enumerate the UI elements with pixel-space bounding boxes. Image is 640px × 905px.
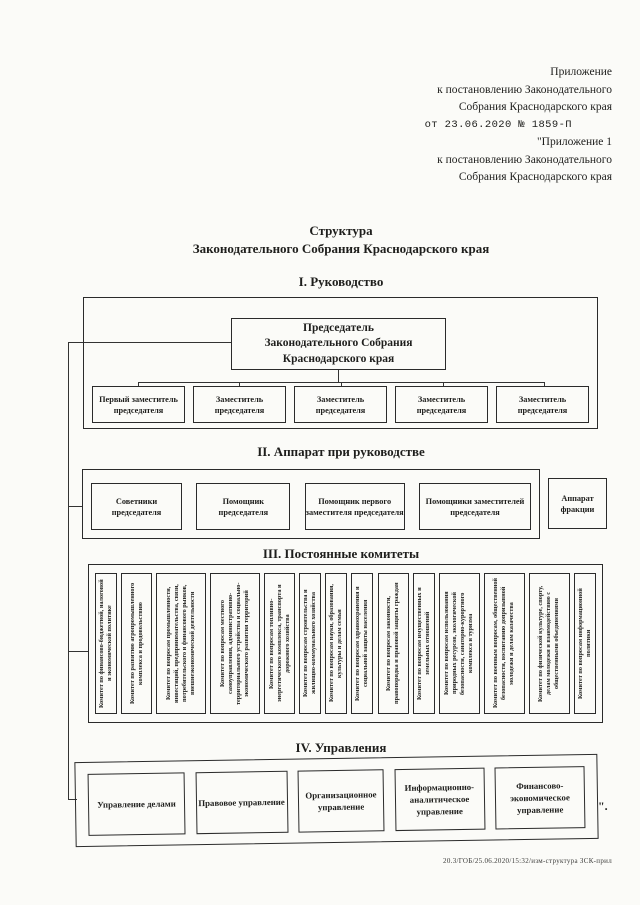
closing-quote-mark: ".	[598, 799, 608, 813]
deputy-box: Заместитель председателя	[294, 386, 387, 423]
deputy-box: Заместитель председателя	[395, 386, 488, 423]
committee-label: Комитет по вопросам информационной полит…	[576, 588, 592, 699]
committee-label: Комитет по вопросам здравоохранения и со…	[354, 586, 370, 701]
committee-box: Комитет по вопросам строительства и жили…	[299, 573, 322, 714]
apparatus-frame: Советники председателя Помощник председа…	[82, 469, 540, 539]
leadership-frame: Председатель Законодательного Собрания К…	[83, 297, 598, 429]
committee-box: Комитет по вопросам законности, правопор…	[377, 573, 409, 714]
committee-box: Комитет по вопросам использования природ…	[438, 573, 480, 714]
apparatus-box: Помощник первого заместителя председател…	[304, 483, 405, 530]
committee-label: Комитет по вопросам строительства и жили…	[302, 589, 318, 698]
apparatus-row: Советники председателя Помощник председа…	[83, 483, 539, 530]
department-box: Правовое управление	[195, 770, 289, 835]
connector-stub-committees	[68, 651, 89, 653]
committee-label: Комитет по вопросам промышленности, инве…	[165, 584, 197, 703]
committee-box: Комитет по вопросам имущественных и земе…	[412, 573, 435, 714]
committee-label: Комитет по развитию агропромышленного ко…	[128, 582, 144, 705]
committee-label: Комитет по вопросам науки, образования, …	[328, 584, 344, 703]
connector-stub-leadership	[68, 342, 231, 344]
committee-box: Комитет по физической культуре, спорту, …	[528, 573, 570, 714]
deputies-row: Первый заместитель председателя Заместит…	[84, 386, 597, 423]
connector-stub-departments	[68, 799, 77, 801]
committee-box: Комитет по развитию агропромышленного ко…	[121, 573, 153, 714]
departments-frame: Управление делами Правовое управление Ор…	[74, 753, 599, 848]
footer-file-reference: 20.3/ГОБ/25.06.2020/15:32/изм-структура …	[443, 857, 612, 865]
page-title-line2: Законодательного Собрания Краснодарского…	[192, 241, 490, 256]
committee-box: Комитет по вопросам топливно-энергетичес…	[264, 573, 296, 714]
committee-box: Комитет по военным вопросам, общественно…	[483, 573, 525, 714]
committee-label: Комитет по вопросам имущественных и земе…	[415, 587, 431, 700]
section-heading-apparatus: II. Аппарат при руководстве	[257, 444, 425, 459]
chairman-box: Председатель Законодательного Собрания К…	[231, 318, 446, 370]
appendix-reference: Приложение к постановлению Законодательн…	[282, 64, 612, 187]
apparatus-box: Советники председателя	[91, 483, 182, 530]
appendix-ref-line: Собрания Краснодарского края	[458, 101, 612, 113]
faction-apparatus-box: Аппарат фракции	[548, 478, 607, 529]
committee-box: Комитет по вопросам науки, образования, …	[325, 573, 348, 714]
apparatus-box: Помощники заместителей председателя	[418, 483, 531, 530]
committees-frame: Комитет по финансово-бюджетной, налогово…	[88, 564, 603, 723]
departments-row: Управление делами Правовое управление Ор…	[76, 766, 598, 836]
appendix-ref-line: "Приложение 1	[536, 136, 612, 148]
committee-box: Комитет по вопросам местного самоуправле…	[210, 573, 261, 714]
page-title-line1: Структура	[309, 223, 373, 238]
department-box: Управление делами	[87, 772, 186, 836]
appendix-ref-line: Приложение	[550, 66, 612, 78]
committee-box: Комитет по вопросам промышленности, инве…	[156, 573, 207, 714]
appendix-ref-line: Собрания Краснодарского края	[458, 171, 612, 183]
connector-stub-apparatus	[68, 506, 83, 508]
committee-label: Комитет по вопросам топливно-энергетичес…	[267, 584, 291, 703]
committee-label: Комитет по финансово-бюджетной, налогово…	[97, 579, 113, 708]
deputy-box: Заместитель председателя	[496, 386, 589, 423]
appendix-ref-line: к постановлению Законодательного	[437, 153, 612, 166]
connector-line	[544, 382, 546, 387]
connector-line	[239, 382, 241, 387]
connector-line	[341, 382, 343, 387]
committee-label: Комитет по военным вопросам, общественно…	[492, 578, 516, 709]
committee-box: Комитет по вопросам информационной полит…	[573, 573, 596, 714]
department-box: Организационное управление	[297, 769, 385, 833]
committee-label: Комитет по вопросам законности, правопор…	[384, 582, 400, 705]
apparatus-box: Помощник председателя	[196, 483, 291, 530]
section-heading-committees: III. Постоянные комитеты	[262, 546, 420, 561]
appendix-ref-number: от 23.06.2020 № 1859-П	[424, 118, 572, 131]
page-title: Структура Законодательного Собрания Крас…	[70, 222, 612, 258]
deputy-box: Первый заместитель председателя	[92, 386, 185, 423]
department-box: Информационно-аналитическое управление	[394, 767, 485, 832]
connector-line	[138, 382, 140, 387]
appendix-ref-line: к постановлению Законодательного	[437, 83, 612, 96]
department-box: Финансово-экономическое управление	[494, 766, 586, 830]
connector-line	[443, 382, 445, 387]
connector-line	[338, 370, 340, 382]
committee-label: Комитет по вопросам местного самоуправле…	[219, 582, 251, 705]
section-heading-departments: IV. Управления	[295, 740, 387, 755]
committee-label: Комитет по физической культуре, спорту, …	[537, 585, 561, 702]
committee-label: Комитет по вопросам использования природ…	[443, 591, 475, 696]
deputy-box: Заместитель председателя	[193, 386, 286, 423]
committee-box: Комитет по вопросам здравоохранения и со…	[351, 573, 374, 714]
connector-trunk	[68, 342, 70, 800]
committee-box: Комитет по финансово-бюджетной, налогово…	[95, 573, 117, 714]
section-heading-leadership: I. Руководство	[298, 274, 384, 289]
